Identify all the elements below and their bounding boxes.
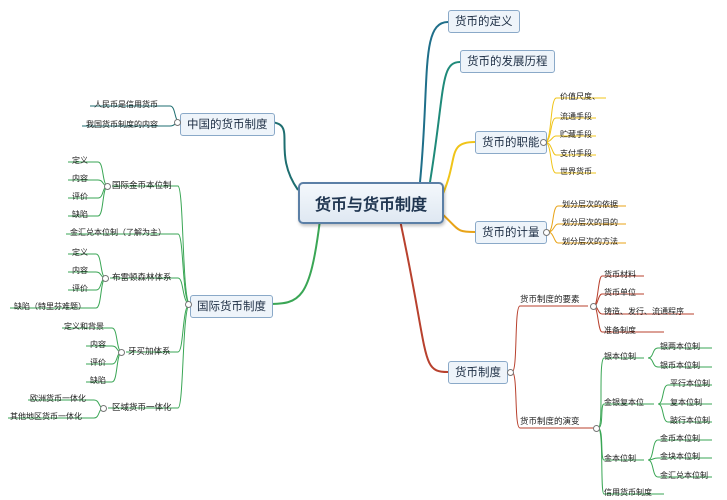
jamaica-item[interactable]: 缺陷 <box>90 376 106 385</box>
bretton-item[interactable]: 评价 <box>72 284 88 293</box>
jamaica-item[interactable]: 评价 <box>90 358 106 367</box>
element-item[interactable]: 铸造、发行、流通程序 <box>604 307 684 316</box>
jamaica-item[interactable]: 定义和背景 <box>64 322 104 331</box>
topic-definition[interactable]: 货币的定义 <box>448 10 520 33</box>
topic-system[interactable]: 货币制度 <box>448 361 508 384</box>
regional-item[interactable]: 其他地区货币一体化 <box>10 412 82 421</box>
regional-integration[interactable]: 区域货币一体化 <box>112 403 172 413</box>
collapse-toggle-icon[interactable] <box>104 183 111 190</box>
bretton-woods[interactable]: 布雷顿森林体系 <box>112 273 172 283</box>
jamaica-item[interactable]: 内容 <box>90 340 106 349</box>
gold-std-item[interactable]: 评价 <box>72 192 88 201</box>
topic-functions[interactable]: 货币的职能 <box>475 131 547 154</box>
system-elements[interactable]: 货币制度的要素 <box>520 295 580 305</box>
measure-item[interactable]: 划分层次的目的 <box>562 218 618 227</box>
system-evolution[interactable]: 货币制度的演变 <box>520 417 580 427</box>
regional-item[interactable]: 欧洲货币一体化 <box>30 394 86 403</box>
function-item[interactable]: 价值尺度、 <box>560 92 600 101</box>
topic-china-system[interactable]: 中国的货币制度 <box>180 113 275 136</box>
bimetal-item[interactable]: 复本位制 <box>670 398 702 407</box>
gold-item[interactable]: 金汇兑本位制 <box>660 471 708 480</box>
collapse-toggle-icon[interactable] <box>102 275 109 282</box>
credit-money-system[interactable]: 信用货币制度 <box>604 488 652 497</box>
bimetal-standard[interactable]: 金银复本位 <box>604 398 644 407</box>
intl-gold-standard[interactable]: 国际金币本位制 <box>112 181 172 191</box>
silver-standard[interactable]: 银本位制 <box>604 352 636 361</box>
collapse-toggle-icon[interactable] <box>185 301 192 308</box>
bretton-item[interactable]: 内容 <box>72 266 88 275</box>
silver-item[interactable]: 银币本位制 <box>660 361 700 370</box>
topic-measure[interactable]: 货币的计量 <box>475 221 547 244</box>
gold-exchange-standard[interactable]: 金汇兑本位制（了解为主） <box>70 228 166 237</box>
gold-item[interactable]: 金币本位制 <box>660 434 700 443</box>
measure-item[interactable]: 划分层次的依据 <box>562 200 618 209</box>
function-item[interactable]: 贮藏手段 <box>560 130 592 139</box>
gold-item[interactable]: 金块本位制 <box>660 452 700 461</box>
gold-std-item[interactable]: 缺陷 <box>72 210 88 219</box>
bimetal-item[interactable]: 跛行本位制 <box>670 416 710 425</box>
bretton-item[interactable]: 定义 <box>72 248 88 257</box>
jamaica-system[interactable]: 牙买加体系 <box>128 347 171 357</box>
element-item[interactable]: 准备制度 <box>604 326 636 335</box>
collapse-toggle-icon[interactable] <box>590 303 597 310</box>
function-item[interactable]: 流通手段 <box>560 112 592 121</box>
bretton-item[interactable]: 缺陷（特里芬难题） <box>14 302 86 311</box>
measure-item[interactable]: 划分层次的方法 <box>562 237 618 246</box>
silver-item[interactable]: 银两本位制 <box>660 342 700 351</box>
topic-history[interactable]: 货币的发展历程 <box>460 50 555 73</box>
element-item[interactable]: 货币材料 <box>604 270 636 279</box>
gold-standard[interactable]: 金本位制 <box>604 454 636 463</box>
china-item[interactable]: 我国货币制度的内容 <box>86 120 158 129</box>
bimetal-item[interactable]: 平行本位制 <box>670 379 710 388</box>
collapse-toggle-icon[interactable] <box>593 425 600 432</box>
china-item[interactable]: 人民币是信用货币 <box>94 100 158 109</box>
collapse-toggle-icon[interactable] <box>507 369 514 376</box>
collapse-toggle-icon[interactable] <box>118 349 125 356</box>
root-topic[interactable]: 货币与货币制度 <box>298 182 444 224</box>
element-item[interactable]: 货币单位 <box>604 288 636 297</box>
topic-international-system[interactable]: 国际货币制度 <box>190 295 273 318</box>
collapse-toggle-icon[interactable] <box>540 139 547 146</box>
collapse-toggle-icon[interactable] <box>174 119 181 126</box>
function-item[interactable]: 世界货币 <box>560 167 592 176</box>
collapse-toggle-icon[interactable] <box>100 405 107 412</box>
gold-std-item[interactable]: 内容 <box>72 174 88 183</box>
function-item[interactable]: 支付手段 <box>560 149 592 158</box>
collapse-toggle-icon[interactable] <box>543 229 550 236</box>
gold-std-item[interactable]: 定义 <box>72 156 88 165</box>
